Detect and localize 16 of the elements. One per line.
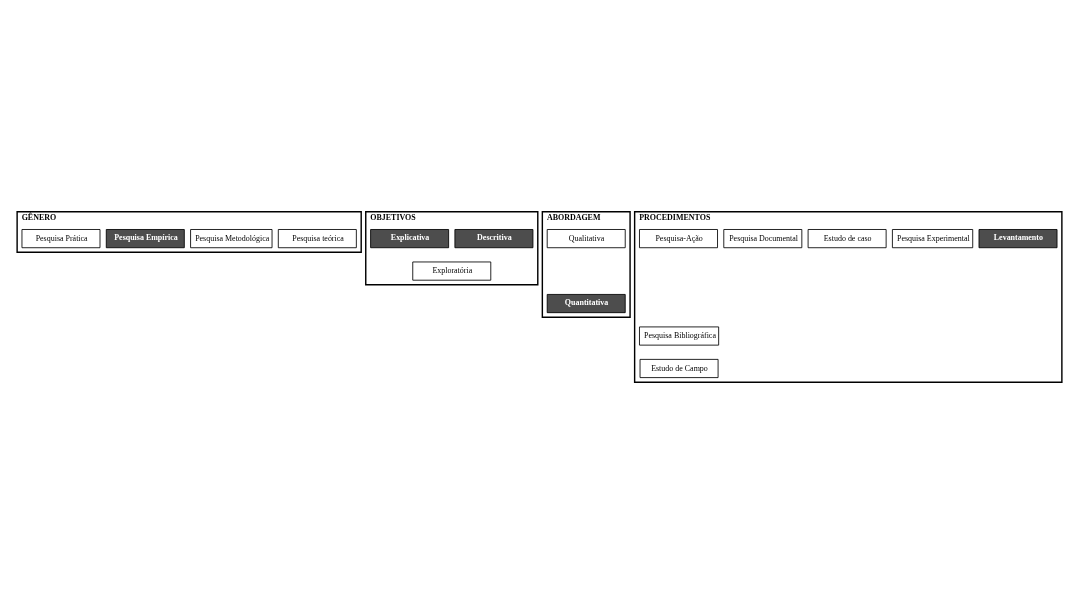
node-box: Pesquisa teórica [277,229,357,249]
node-box: Pesquisa Documental [723,229,803,249]
node-box: Pesquisa-Ação [639,229,718,249]
node-box: Pesquisa Metodológica [190,229,273,249]
node-box: Explicativa [370,229,450,249]
node-box: Descritiva [454,229,534,249]
node-box: Exploratória [412,261,492,281]
node-box: Pesquisa Prática [21,229,101,249]
node-box: Estudo de Campo [639,358,719,379]
node-box: Quantitativa [546,294,626,314]
node-box: Qualitativa [546,229,626,249]
node-box: Levantamento [978,229,1058,249]
node-box: Estudo de caso [807,229,887,249]
node-box: Pesquisa Empírica [105,229,185,249]
node-box: Pesquisa Experimental [891,229,974,249]
node-box: Pesquisa Bibliográfica [639,326,720,346]
